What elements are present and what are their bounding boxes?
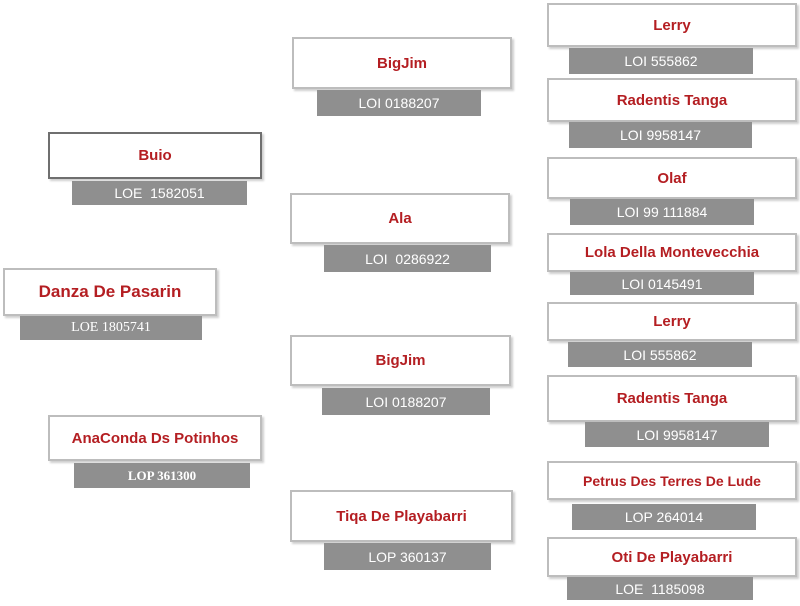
- registration-number: LOE 1582051: [72, 181, 247, 205]
- dog-name: Radentis Tanga: [547, 78, 797, 122]
- dog-name: AnaConda Ds Potinhos: [48, 415, 262, 461]
- dog-name: Radentis Tanga: [547, 375, 797, 422]
- dog-name: Oti De Playabarri: [547, 537, 797, 577]
- registration-number: LOI 0188207: [317, 90, 481, 116]
- registration-number: LOE 1185098: [567, 577, 753, 600]
- dog-name: Lola Della Montevecchia: [547, 233, 797, 272]
- registration-number: LOI 555862: [568, 342, 752, 367]
- registration-number: LOP 264014: [572, 504, 756, 530]
- registration-number: LOI 9958147: [569, 122, 752, 148]
- dog-name: Buio: [48, 132, 262, 179]
- registration-number: LOE 1805741: [20, 316, 202, 340]
- dog-name: Petrus Des Terres De Lude: [547, 461, 797, 500]
- registration-number: LOI 0188207: [322, 388, 490, 415]
- dog-name: Olaf: [547, 157, 797, 199]
- dog-name: Tiqa De Playabarri: [290, 490, 513, 542]
- dog-name: Ala: [290, 193, 510, 244]
- dog-name: Danza De Pasarin: [3, 268, 217, 316]
- registration-number: LOI 9958147: [585, 422, 769, 447]
- dog-name: Lerry: [547, 3, 797, 47]
- registration-number: LOI 0286922: [324, 245, 491, 272]
- dog-name: BigJim: [292, 37, 512, 89]
- registration-number: LOP 360137: [324, 543, 491, 570]
- registration-number: LOI 0145491: [570, 272, 754, 295]
- registration-number: LOI 99 111884: [570, 199, 754, 225]
- registration-number: LOI 555862: [569, 48, 753, 74]
- registration-number: LOP 361300: [74, 463, 250, 488]
- dog-name: Lerry: [547, 302, 797, 341]
- dog-name: BigJim: [290, 335, 511, 386]
